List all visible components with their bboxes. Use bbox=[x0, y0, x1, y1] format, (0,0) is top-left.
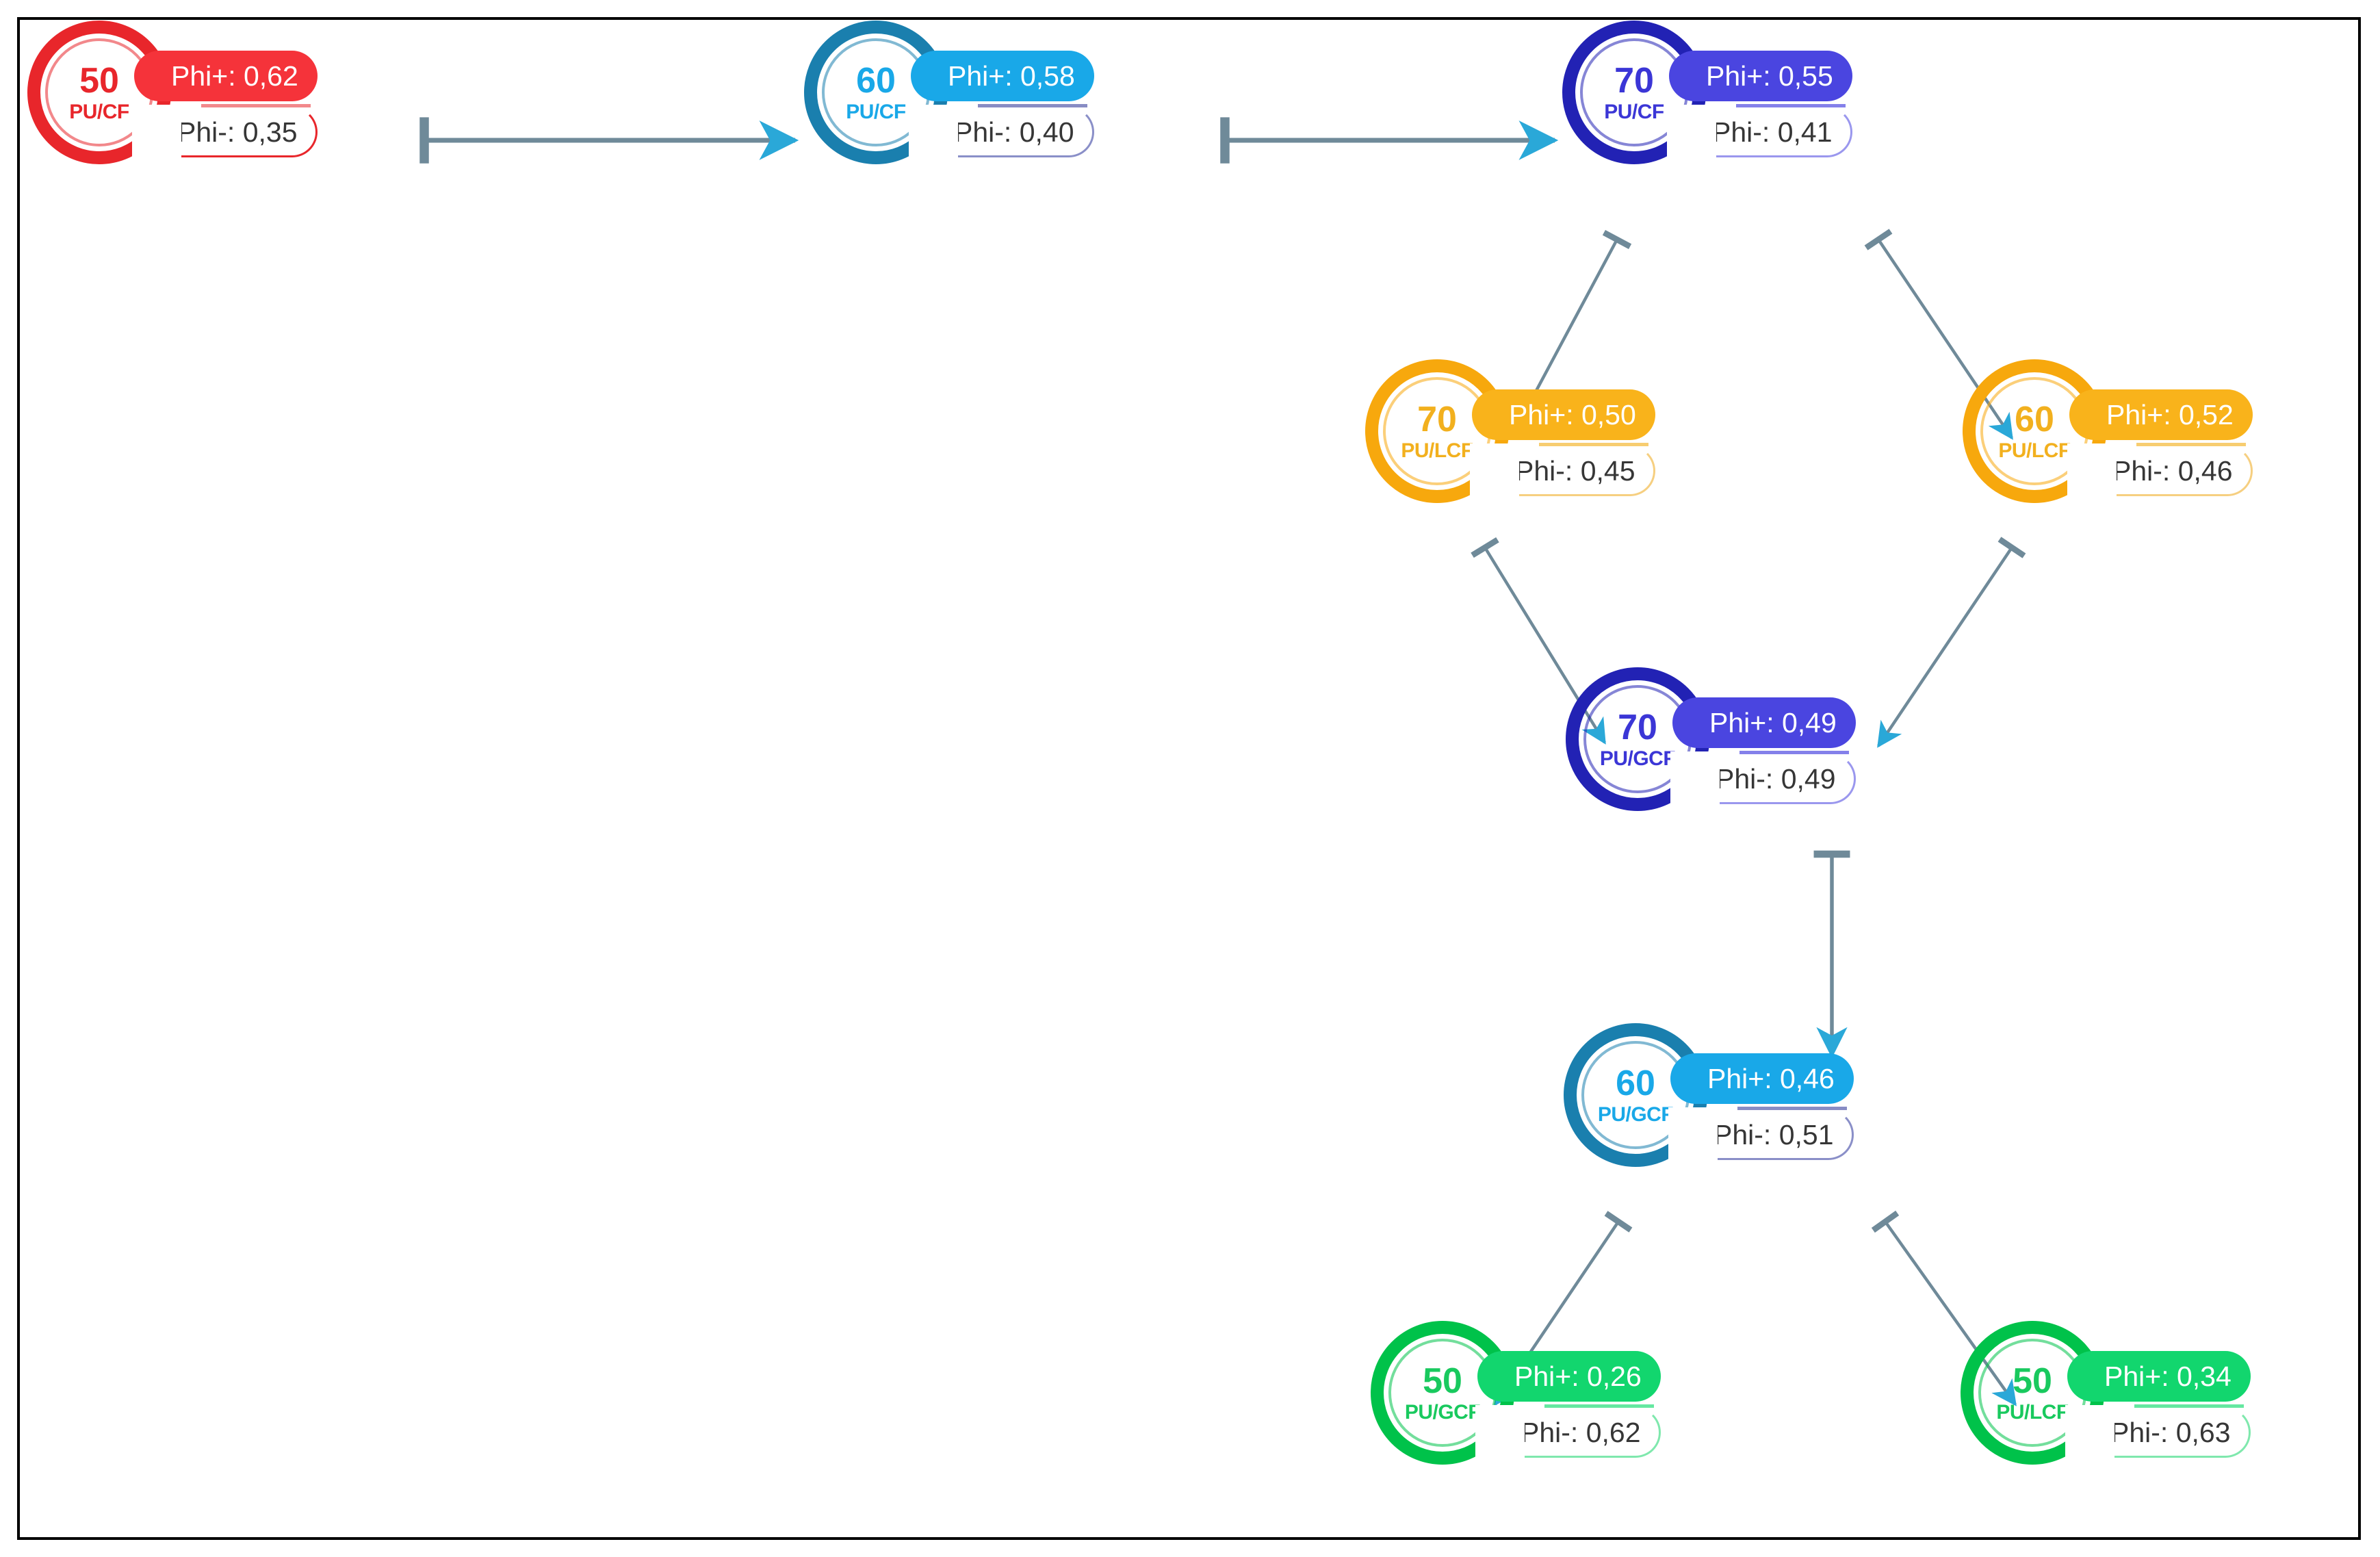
node-pills: Phi+: 0,52 Phi-: 0,46 bbox=[2067, 389, 2253, 509]
node-value: 70 bbox=[1417, 399, 1457, 439]
phi-minus-label: Phi-: 0,62 bbox=[1521, 1416, 1641, 1448]
node-value: 50 bbox=[1423, 1361, 1462, 1401]
pill-divider bbox=[1544, 1404, 1654, 1408]
phi-minus-label: Phi-: 0,45 bbox=[1515, 454, 1635, 487]
node-value: 60 bbox=[856, 60, 896, 101]
diagram-frame bbox=[17, 17, 2361, 1540]
ring-text: 70 PU/CF bbox=[1562, 21, 1706, 164]
node-pills: Phi+: 0,49 Phi-: 0,49 bbox=[1670, 697, 1856, 817]
ring-text: 50 PU/GCF bbox=[1371, 1321, 1514, 1465]
phi-plus-pill: Phi+: 0,50 bbox=[1472, 389, 1655, 440]
node-pills: Phi+: 0,50 Phi-: 0,45 bbox=[1470, 389, 1655, 509]
phi-minus-pill: Phi-: 0,63 bbox=[2065, 1405, 2251, 1471]
node-pills: Phi+: 0,62 Phi-: 0,35 bbox=[132, 51, 318, 170]
ring-text: 60 PU/GCF bbox=[1564, 1023, 1707, 1167]
ring-text: 60 PU/LCF bbox=[1963, 359, 2106, 503]
ring-text: 50 PU/CF bbox=[27, 21, 171, 164]
node-value: 70 bbox=[1614, 60, 1654, 101]
node-category: PU/LCF bbox=[1401, 439, 1473, 462]
phi-plus-pill: Phi+: 0,58 bbox=[911, 51, 1094, 101]
phi-plus-pill: Phi+: 0,62 bbox=[134, 51, 318, 101]
pill-mask bbox=[1470, 443, 1519, 509]
phi-minus-pill: Phi-: 0,51 bbox=[1668, 1107, 1854, 1173]
phi-plus-pill: Phi+: 0,49 bbox=[1672, 697, 1856, 748]
phi-minus-pill: Phi-: 0,45 bbox=[1470, 443, 1655, 509]
phi-minus-label: Phi-: 0,63 bbox=[2110, 1416, 2231, 1448]
node-category: PU/GCF bbox=[1404, 1400, 1481, 1424]
phi-minus-pill: Phi-: 0,62 bbox=[1475, 1405, 1661, 1471]
pill-divider bbox=[2134, 1404, 2244, 1408]
node-category: PU/LCF bbox=[1996, 1400, 2069, 1424]
pill-mask bbox=[909, 105, 958, 170]
node-value: 60 bbox=[1616, 1063, 1655, 1103]
node-value: 50 bbox=[79, 60, 119, 101]
pill-divider bbox=[1538, 443, 1648, 446]
node-pills: Phi+: 0,26 Phi-: 0,62 bbox=[1475, 1351, 1661, 1471]
node-pills: Phi+: 0,34 Phi-: 0,63 bbox=[2065, 1351, 2251, 1471]
phi-plus-pill: Phi+: 0,26 bbox=[1477, 1351, 1661, 1402]
ring-text: 70 PU/LCF bbox=[1365, 359, 1509, 503]
node-value: 50 bbox=[2013, 1361, 2052, 1401]
pill-mask bbox=[1668, 1107, 1718, 1173]
ring-text: 70 PU/GCF bbox=[1566, 667, 1709, 811]
node-value: 70 bbox=[1618, 707, 1657, 747]
phi-minus-label: Phi-: 0,49 bbox=[1716, 762, 1836, 795]
phi-minus-pill: Phi-: 0,40 bbox=[909, 105, 1094, 170]
node-value: 60 bbox=[2015, 399, 2054, 439]
node-pills: Phi+: 0,55 Phi-: 0,41 bbox=[1667, 51, 1852, 170]
pill-mask bbox=[2065, 1405, 2114, 1471]
phi-plus-pill: Phi+: 0,52 bbox=[2069, 389, 2253, 440]
node-pills: Phi+: 0,58 Phi-: 0,40 bbox=[909, 51, 1094, 170]
ring-text: 60 PU/CF bbox=[804, 21, 948, 164]
pill-mask bbox=[132, 105, 181, 170]
phi-minus-pill: Phi-: 0,35 bbox=[132, 105, 318, 170]
pill-divider bbox=[1737, 1107, 1847, 1110]
phi-minus-label: Phi-: 0,35 bbox=[177, 116, 298, 148]
phi-minus-pill: Phi-: 0,49 bbox=[1670, 751, 1856, 817]
phi-minus-pill: Phi-: 0,41 bbox=[1667, 105, 1852, 170]
phi-plus-pill: Phi+: 0,55 bbox=[1669, 51, 1852, 101]
phi-minus-pill: Phi-: 0,46 bbox=[2067, 443, 2253, 509]
pill-mask bbox=[1475, 1405, 1525, 1471]
phi-minus-label: Phi-: 0,46 bbox=[2112, 454, 2233, 487]
node-pills: Phi+: 0,46 Phi-: 0,51 bbox=[1668, 1053, 1854, 1173]
pill-divider bbox=[2136, 443, 2246, 446]
pill-divider bbox=[201, 104, 311, 107]
phi-plus-pill: Phi+: 0,34 bbox=[2067, 1351, 2251, 1402]
pill-divider bbox=[977, 104, 1087, 107]
node-category: PU/CF bbox=[846, 100, 906, 123]
phi-minus-label: Phi-: 0,40 bbox=[954, 116, 1074, 148]
phi-plus-pill: Phi+: 0,46 bbox=[1670, 1053, 1854, 1104]
pill-mask bbox=[1670, 751, 1720, 817]
node-category: PU/GCF bbox=[1599, 747, 1676, 770]
node-category: PU/GCF bbox=[1597, 1103, 1674, 1126]
node-category: PU/CF bbox=[1604, 100, 1664, 123]
node-category: PU/LCF bbox=[1998, 439, 2071, 462]
pill-divider bbox=[1739, 751, 1849, 754]
ring-text: 50 PU/LCF bbox=[1961, 1321, 2104, 1465]
pill-mask bbox=[2067, 443, 2117, 509]
node-category: PU/CF bbox=[69, 100, 129, 123]
phi-minus-label: Phi-: 0,41 bbox=[1712, 116, 1833, 148]
pill-mask bbox=[1667, 105, 1716, 170]
phi-minus-label: Phi-: 0,51 bbox=[1713, 1118, 1834, 1150]
pill-divider bbox=[1735, 104, 1846, 107]
